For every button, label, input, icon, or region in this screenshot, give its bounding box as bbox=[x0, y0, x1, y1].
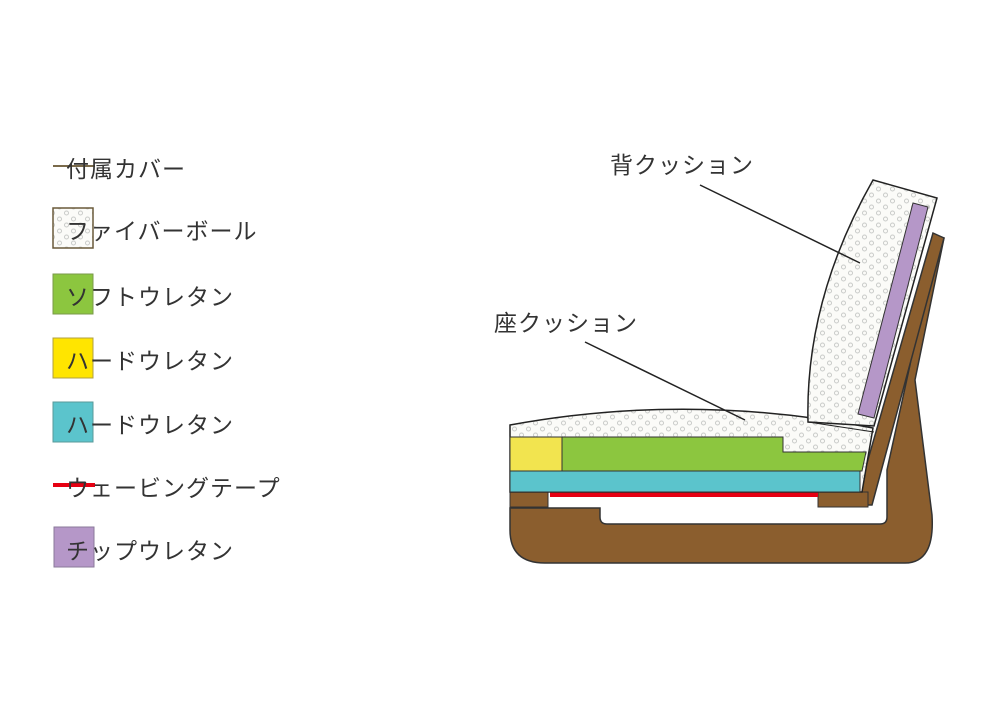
seat-cushion-leader bbox=[584, 341, 746, 421]
legend-label-soft-urethane: ソフトウレタン bbox=[66, 285, 234, 311]
back-cushion-label: 背クッション bbox=[610, 153, 754, 179]
back-frame-board bbox=[854, 231, 945, 506]
legend-swatch-hard-urethane-blue bbox=[52, 401, 94, 443]
seat-right-pad bbox=[817, 491, 869, 508]
legend-label-webbing: ウェービングテープ bbox=[66, 476, 281, 502]
legend-swatch-soft-urethane bbox=[52, 273, 94, 315]
back-cushion-leader bbox=[699, 184, 861, 264]
back-chip-urethane bbox=[857, 202, 929, 419]
legend-swatch-hard-urethane-yellow bbox=[52, 337, 94, 379]
legend-label-cover: 付属カバー bbox=[66, 157, 186, 183]
seat-left-pad bbox=[509, 491, 549, 508]
seat-cushion-label: 座クッション bbox=[494, 311, 638, 337]
legend-label-hard-urethane-blue: ハードウレタン bbox=[66, 413, 234, 439]
webbing-tape bbox=[550, 492, 818, 497]
legend-label-fiber: ファイバーボール bbox=[66, 219, 258, 245]
legend-swatch-fiber bbox=[52, 207, 94, 249]
seat-hard-urethane-blue bbox=[509, 470, 861, 493]
seat-hard-urethane-yellow bbox=[509, 436, 563, 472]
cover-line bbox=[807, 421, 875, 433]
legend-swatch-chip-urethane bbox=[53, 526, 95, 568]
legend-label-hard-urethane-yellow: ハードウレタン bbox=[66, 349, 234, 375]
legend-label-chip-urethane: チップウレタン bbox=[66, 539, 234, 565]
